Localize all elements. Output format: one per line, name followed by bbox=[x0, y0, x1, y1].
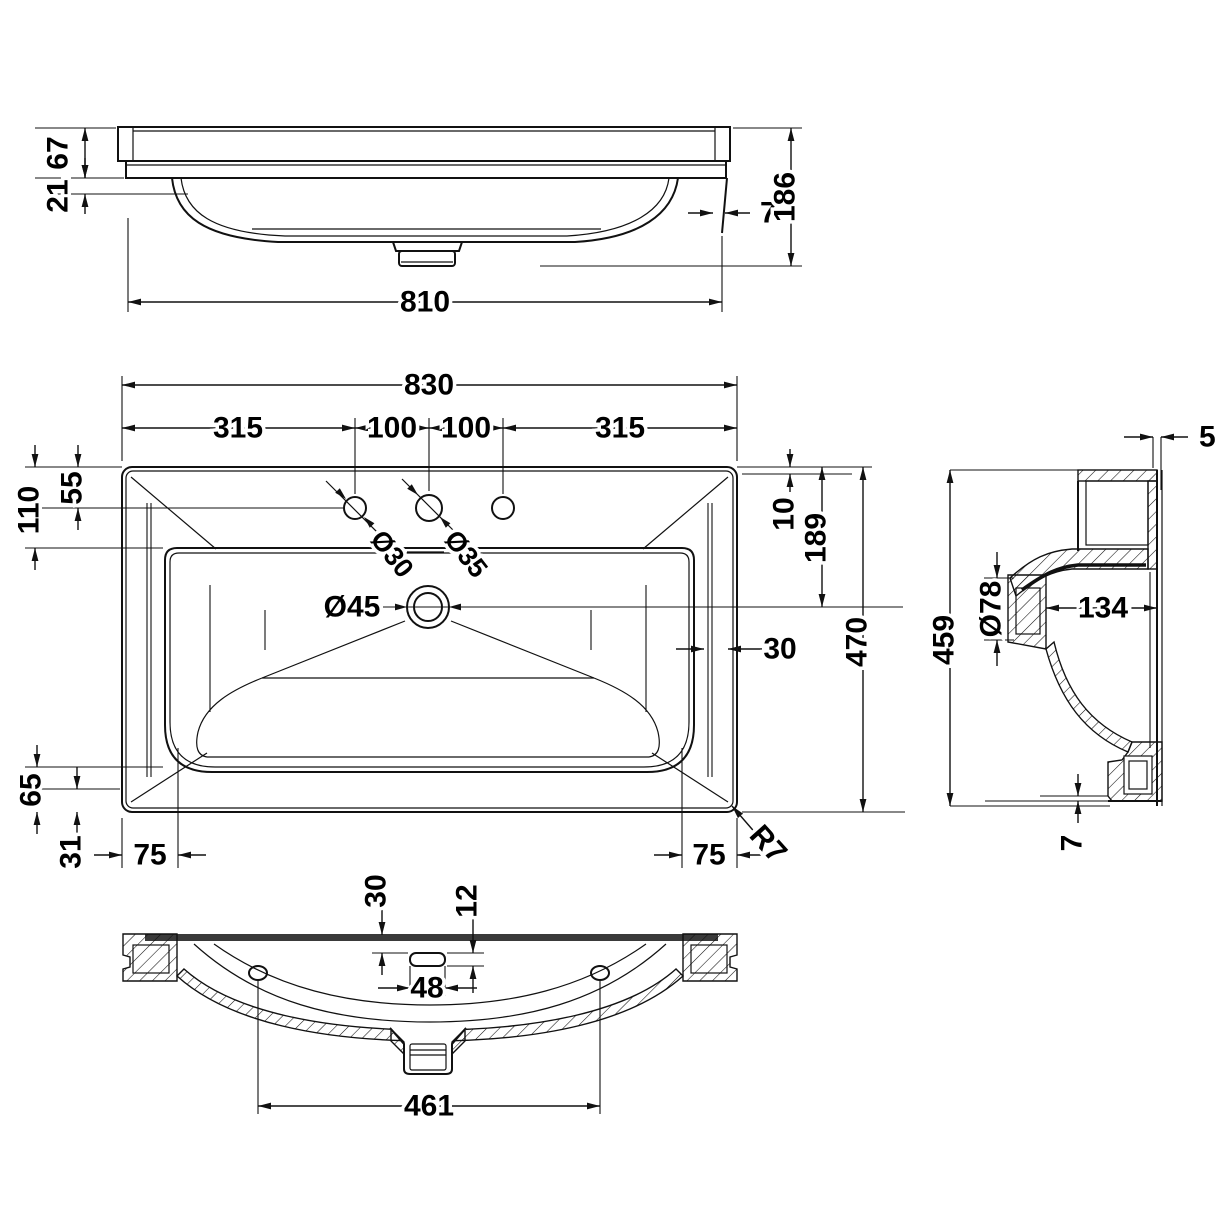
dim-plan-corner-left: 75 bbox=[133, 839, 166, 872]
dim-front-overall-height: 186 bbox=[769, 172, 802, 222]
dim-plan-top-to-bowl: 110 bbox=[13, 486, 46, 534]
dim-plan-front-ledge-a: 65 bbox=[15, 773, 48, 806]
side-section-view: 5 459 Ø78 134 bbox=[924, 417, 1219, 855]
dim-section-bowl-depth: 134 bbox=[1078, 592, 1128, 625]
dim-bottom-fixing-centres: 461 bbox=[404, 1090, 454, 1123]
dim-plan-overall-width: 830 bbox=[404, 369, 454, 402]
bottom-view: 30 12 48 461 bbox=[122, 871, 738, 1126]
dim-plan-overall-depth: 470 bbox=[841, 617, 874, 667]
dim-plan-left-to-hole: 315 bbox=[213, 412, 263, 445]
dim-bottom-slot-offset: 30 bbox=[360, 874, 393, 907]
dim-plan-top-to-holes: 55 bbox=[56, 471, 89, 504]
dim-plan-front-ledge-b: 31 bbox=[55, 835, 88, 868]
dim-plan-hole-pitch-a: 100 bbox=[367, 412, 417, 445]
dim-section-foot-plate: 7 bbox=[1056, 835, 1089, 852]
dim-plan-hole-to-right: 315 bbox=[595, 412, 645, 445]
dim-plan-hole-pitch-b: 100 bbox=[441, 412, 491, 445]
dim-plan-corner-right: 75 bbox=[692, 839, 725, 872]
dim-front-lip-drop: 21 bbox=[42, 179, 75, 212]
bottom-back-edge-band bbox=[145, 934, 718, 941]
dim-section-pocket-dia: Ø78 bbox=[975, 581, 1008, 638]
dim-plan-back-gap: 10 bbox=[768, 497, 801, 530]
dim-plan-rim-width: 30 bbox=[763, 633, 796, 666]
dim-front-rim-height: 67 bbox=[42, 136, 75, 169]
dim-section-back-lip: 5 bbox=[1199, 421, 1216, 454]
dim-front-edge-thickness: 7 bbox=[760, 197, 777, 230]
dim-bottom-slot-width: 48 bbox=[410, 972, 443, 1005]
dim-front-width-lower: 810 bbox=[400, 286, 450, 319]
dim-plan-waste-hole: Ø45 bbox=[324, 591, 381, 624]
dim-section-overall-height: 459 bbox=[928, 615, 961, 665]
dim-bottom-slot-drop: 12 bbox=[451, 884, 484, 917]
front-elevation-view: 67 21 810 7 186 bbox=[35, 126, 805, 322]
dim-plan-top-to-waste: 189 bbox=[800, 513, 833, 563]
